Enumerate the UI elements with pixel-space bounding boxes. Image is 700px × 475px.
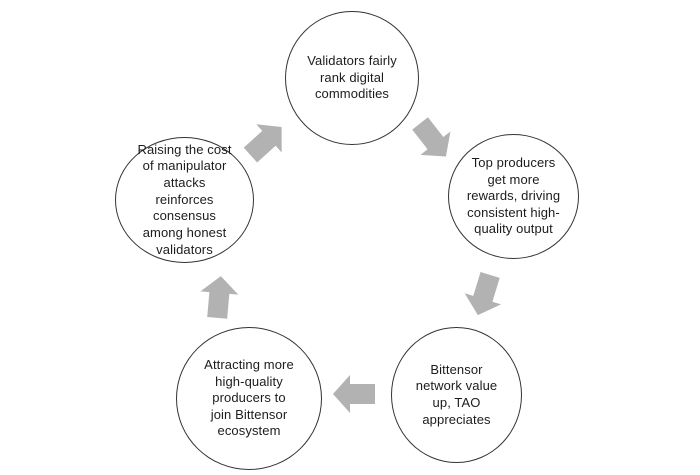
node-top-producers: Top producers get more rewards, driving … bbox=[448, 134, 579, 259]
arrow-down-right-icon bbox=[412, 117, 451, 157]
node-network-value-label: Bittensor network value up, TAO apprecia… bbox=[415, 361, 498, 427]
node-network-value: Bittensor network value up, TAO apprecia… bbox=[391, 327, 522, 463]
arrow-down-left-icon bbox=[464, 271, 502, 316]
node-raising-cost-label: Raising the cost of manipulator attacks … bbox=[137, 141, 232, 257]
arrow-left-icon bbox=[333, 375, 375, 413]
node-top-producers-label: Top producers get more rewards, driving … bbox=[466, 154, 561, 237]
node-raising-cost: Raising the cost of manipulator attacks … bbox=[115, 137, 254, 263]
node-attracting-producers-label: Attracting more high-quality producers t… bbox=[204, 356, 294, 439]
node-attracting-producers: Attracting more high-quality producers t… bbox=[176, 327, 322, 470]
node-validators-rank-label: Validators fairly rank digital commoditi… bbox=[307, 53, 397, 102]
arrow-up-icon bbox=[200, 276, 239, 319]
arrow-up-right-icon bbox=[243, 124, 282, 163]
node-validators-rank: Validators fairly rank digital commoditi… bbox=[285, 11, 419, 145]
